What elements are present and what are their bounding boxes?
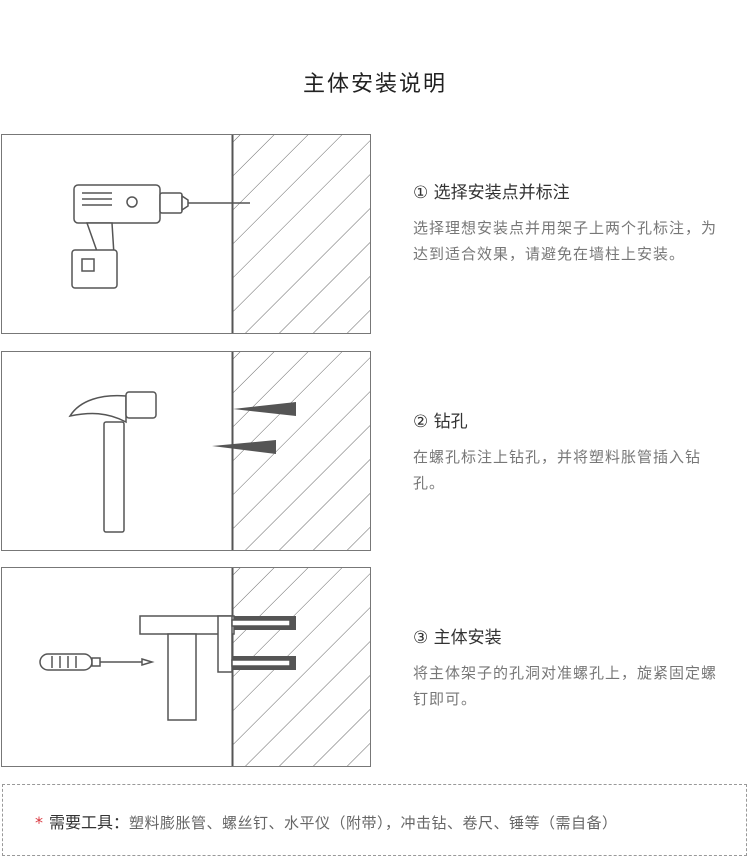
screwdriver-icon — [39, 653, 155, 671]
hammer-icon — [68, 391, 157, 533]
step-1: ① 选择安装点并标注 选择理想安装点并用架子上两个孔标注，为达到适合效果，请避免… — [1, 134, 749, 335]
step-2: ② 钻孔 在螺孔标注上钻孔，并将塑料胀管插入钻孔。 — [1, 351, 749, 552]
tools-label: 需要工具： — [49, 813, 130, 832]
drill-hole-marks — [212, 402, 296, 454]
tools-list: 塑料膨胀管、螺丝钉、水平仪（附带），冲击钻、卷尺、锤等（需自备） — [129, 814, 618, 832]
step-2-title: ② 钻孔 — [413, 412, 468, 432]
required-star: * — [35, 813, 43, 832]
step-1-text: ① 选择安装点并标注 选择理想安装点并用架子上两个孔标注，为达到适合效果，请避免… — [413, 178, 723, 267]
step-2-text: ② 钻孔 在螺孔标注上钻孔，并将塑料胀管插入钻孔。 — [413, 407, 723, 496]
step-3-text: ③ 主体安装 将主体架子的孔洞对准螺孔上，旋紧固定螺钉即可。 — [413, 623, 723, 712]
step-3-title: ③ 主体安装 — [413, 628, 502, 648]
drill-icon — [71, 184, 250, 289]
step-1-title: ① 选择安装点并标注 — [413, 183, 570, 203]
step-3-illustration — [1, 567, 371, 767]
step-3-desc: 将主体架子的孔洞对准螺孔上，旋紧固定螺钉即可。 — [413, 664, 718, 708]
step-2-illustration — [1, 351, 371, 551]
shelf-bracket-icon — [139, 615, 291, 721]
page-title: 主体安装说明 — [302, 72, 447, 97]
tools-box: * 需要工具：塑料膨胀管、螺丝钉、水平仪（附带），冲击钻、卷尺、锤等（需自备） — [2, 784, 747, 856]
step-1-desc: 选择理想安装点并用架子上两个孔标注，为达到适合效果，请避免在墙柱上安装。 — [413, 219, 718, 263]
step-2-desc: 在螺孔标注上钻孔，并将塑料胀管插入钻孔。 — [413, 448, 702, 492]
step-3: ③ 主体安装 将主体架子的孔洞对准螺孔上，旋紧固定螺钉即可。 — [1, 567, 749, 768]
step-1-illustration — [1, 134, 371, 334]
tools-line: * 需要工具：塑料膨胀管、螺丝钉、水平仪（附带），冲击钻、卷尺、锤等（需自备） — [35, 809, 618, 833]
